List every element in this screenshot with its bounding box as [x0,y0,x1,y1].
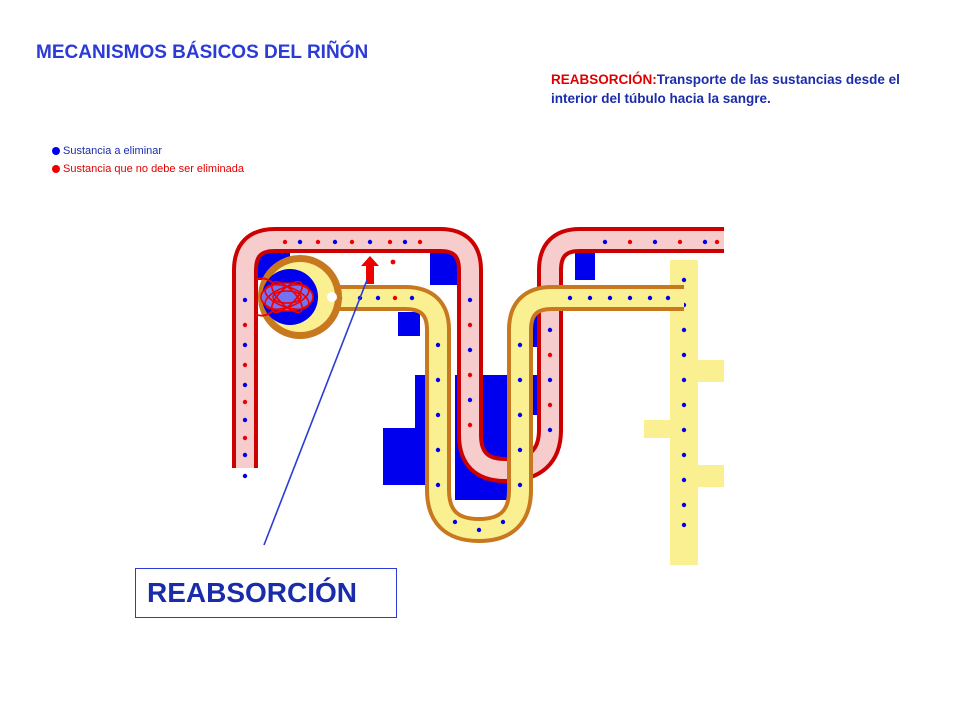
blood-vessel [232,227,724,483]
glomerulus [254,277,314,317]
reabsorption-label: REABSORCIÓN [135,568,397,618]
legend-label-eliminate: Sustancia a eliminar [63,145,163,157]
page-title: MECANISMOS BÁSICOS DEL RIÑÓN [36,42,369,63]
legend-item-keep: Sustancia que no debe ser eliminada [52,160,244,178]
legend: Sustancia a eliminar Sustancia que no de… [52,142,244,178]
blood-substance-dots [242,239,720,479]
definition-term: REABSORCIÓN: [551,72,657,87]
reabsorption-arrow-icon [361,256,396,284]
pointer-line [263,279,368,546]
definition-body: Transporte de las sustancias desde el in… [551,72,900,106]
bowman-capsule [258,255,342,339]
definition-text: REABSORCIÓN:Transporte de las sustancias… [551,70,931,108]
tubule-substance-dots [337,295,671,533]
blue-dot-icon [52,147,60,155]
red-dot-icon [52,165,60,173]
legend-label-keep: Sustancia que no debe ser eliminada [63,163,245,175]
collecting-duct-dots [681,277,687,528]
legend-item-eliminate: Sustancia a eliminar [52,142,244,160]
